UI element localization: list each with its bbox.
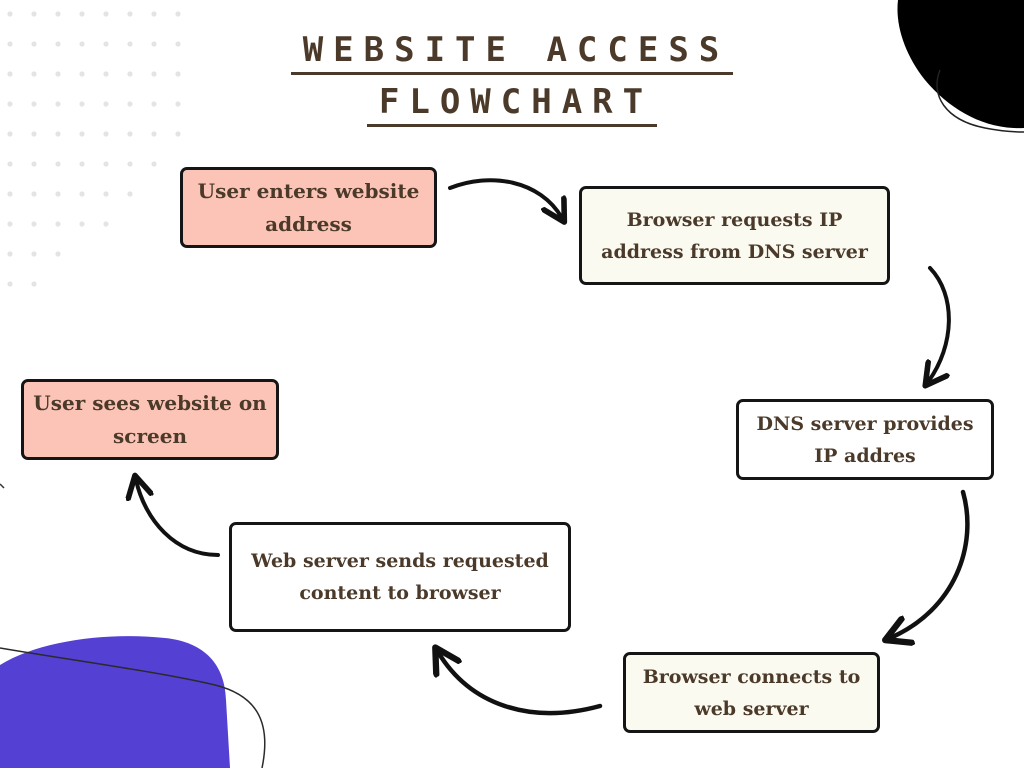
decorative-dot xyxy=(103,101,109,107)
decorative-dot xyxy=(7,11,13,17)
decorative-dot xyxy=(103,71,109,77)
decorative-dot xyxy=(7,101,13,107)
flowchart-title-line-1: WEBSITE ACCESS xyxy=(0,30,1024,75)
decorative-dot xyxy=(31,11,37,17)
step-label: Browser connects to web server xyxy=(642,665,861,720)
decorative-dot xyxy=(79,191,85,197)
decorative-dot xyxy=(151,161,157,167)
purple-blob-outline xyxy=(0,647,266,768)
decorative-dot xyxy=(55,221,61,227)
decorative-dot xyxy=(55,191,61,197)
decorative-dot xyxy=(175,131,181,137)
decorative-dot xyxy=(79,71,85,77)
decorative-dot xyxy=(55,251,61,257)
decorative-dot xyxy=(7,191,13,197)
arrow-step-4-to-5 xyxy=(438,652,603,716)
black-blob-outline xyxy=(936,69,1024,133)
step-label: User sees website on screen xyxy=(33,390,267,448)
decorative-dot xyxy=(127,71,133,77)
decorative-dot xyxy=(103,191,109,197)
tiny-stroke-mark xyxy=(0,483,5,489)
decorative-dot xyxy=(151,11,157,17)
decorative-dot xyxy=(103,161,109,167)
decorative-dot xyxy=(127,131,133,137)
decorative-dot xyxy=(175,101,181,107)
decorative-dot xyxy=(7,71,13,77)
decorative-dot xyxy=(31,71,37,77)
decorative-dot xyxy=(79,11,85,17)
decorative-dot xyxy=(55,161,61,167)
decorative-dot xyxy=(175,41,181,47)
flowchart-title-text-1: WEBSITE ACCESS xyxy=(290,30,734,75)
decorative-dot xyxy=(103,11,109,17)
black-blob xyxy=(897,0,1024,129)
step-box-browser-connects: Browser connects to web server xyxy=(623,652,880,733)
step-label: Browser requests IP address from DNS ser… xyxy=(601,208,868,263)
decorative-dot xyxy=(31,221,37,227)
decorative-dot xyxy=(55,101,61,107)
decorative-dot xyxy=(103,131,109,137)
decorative-dot xyxy=(79,101,85,107)
decorative-dot xyxy=(31,131,37,137)
decorative-dot xyxy=(55,131,61,137)
decorative-dot xyxy=(31,41,37,47)
flowchart-title-line-2: FLOWCHART xyxy=(0,82,1024,127)
arrow-step-3-to-4 xyxy=(890,489,970,638)
decorative-dot xyxy=(55,11,61,17)
purple-blob xyxy=(0,636,230,768)
step-box-dns-provides-ip: DNS server provides IP addres xyxy=(736,399,994,480)
decorative-dot xyxy=(79,41,85,47)
flowchart-title-text-2: FLOWCHART xyxy=(366,82,658,127)
decorative-dot xyxy=(79,221,85,227)
step-box-browser-requests-ip: Browser requests IP address from DNS ser… xyxy=(579,186,890,285)
decorative-dot xyxy=(7,221,13,227)
decorative-dot xyxy=(7,161,13,167)
decorative-dot xyxy=(31,101,37,107)
decorative-dot xyxy=(103,41,109,47)
decorative-dot xyxy=(7,41,13,47)
decorative-dot xyxy=(127,41,133,47)
decorative-dot xyxy=(127,11,133,17)
arrow-step-2-to-3 xyxy=(928,266,951,382)
decorative-dot xyxy=(7,131,13,137)
step-label: DNS server provides IP addres xyxy=(756,412,974,467)
decorative-dot xyxy=(79,131,85,137)
step-label: Web server sends requested content to br… xyxy=(251,550,549,604)
arrow-step-5-to-6 xyxy=(136,480,220,557)
step-box-server-sends-content: Web server sends requested content to br… xyxy=(229,522,571,632)
decorative-dot xyxy=(127,101,133,107)
decorative-dot xyxy=(79,161,85,167)
decorative-dot xyxy=(55,41,61,47)
decorative-dot xyxy=(151,71,157,77)
decorative-dot xyxy=(151,131,157,137)
decorative-dot xyxy=(127,161,133,167)
dot-pattern xyxy=(7,11,181,287)
decorative-dot xyxy=(31,161,37,167)
decorative-dot xyxy=(55,71,61,77)
decorative-dot xyxy=(127,191,133,197)
decorative-dot xyxy=(151,41,157,47)
step-box-user-enters-address: User enters website address xyxy=(180,167,437,248)
decorative-dot xyxy=(7,281,13,287)
decorative-dot xyxy=(31,191,37,197)
decorative-dot xyxy=(103,221,109,227)
step-label: User enters website address xyxy=(197,178,420,236)
step-box-user-sees-website: User sees website on screen xyxy=(21,379,279,460)
decorative-dot xyxy=(175,11,181,17)
decorative-dot xyxy=(7,251,13,257)
arrow-step-1-to-2 xyxy=(448,178,562,218)
decorative-dot xyxy=(175,71,181,77)
decorative-dot xyxy=(31,251,37,257)
decorative-dot xyxy=(31,281,37,287)
decorative-dot xyxy=(151,101,157,107)
